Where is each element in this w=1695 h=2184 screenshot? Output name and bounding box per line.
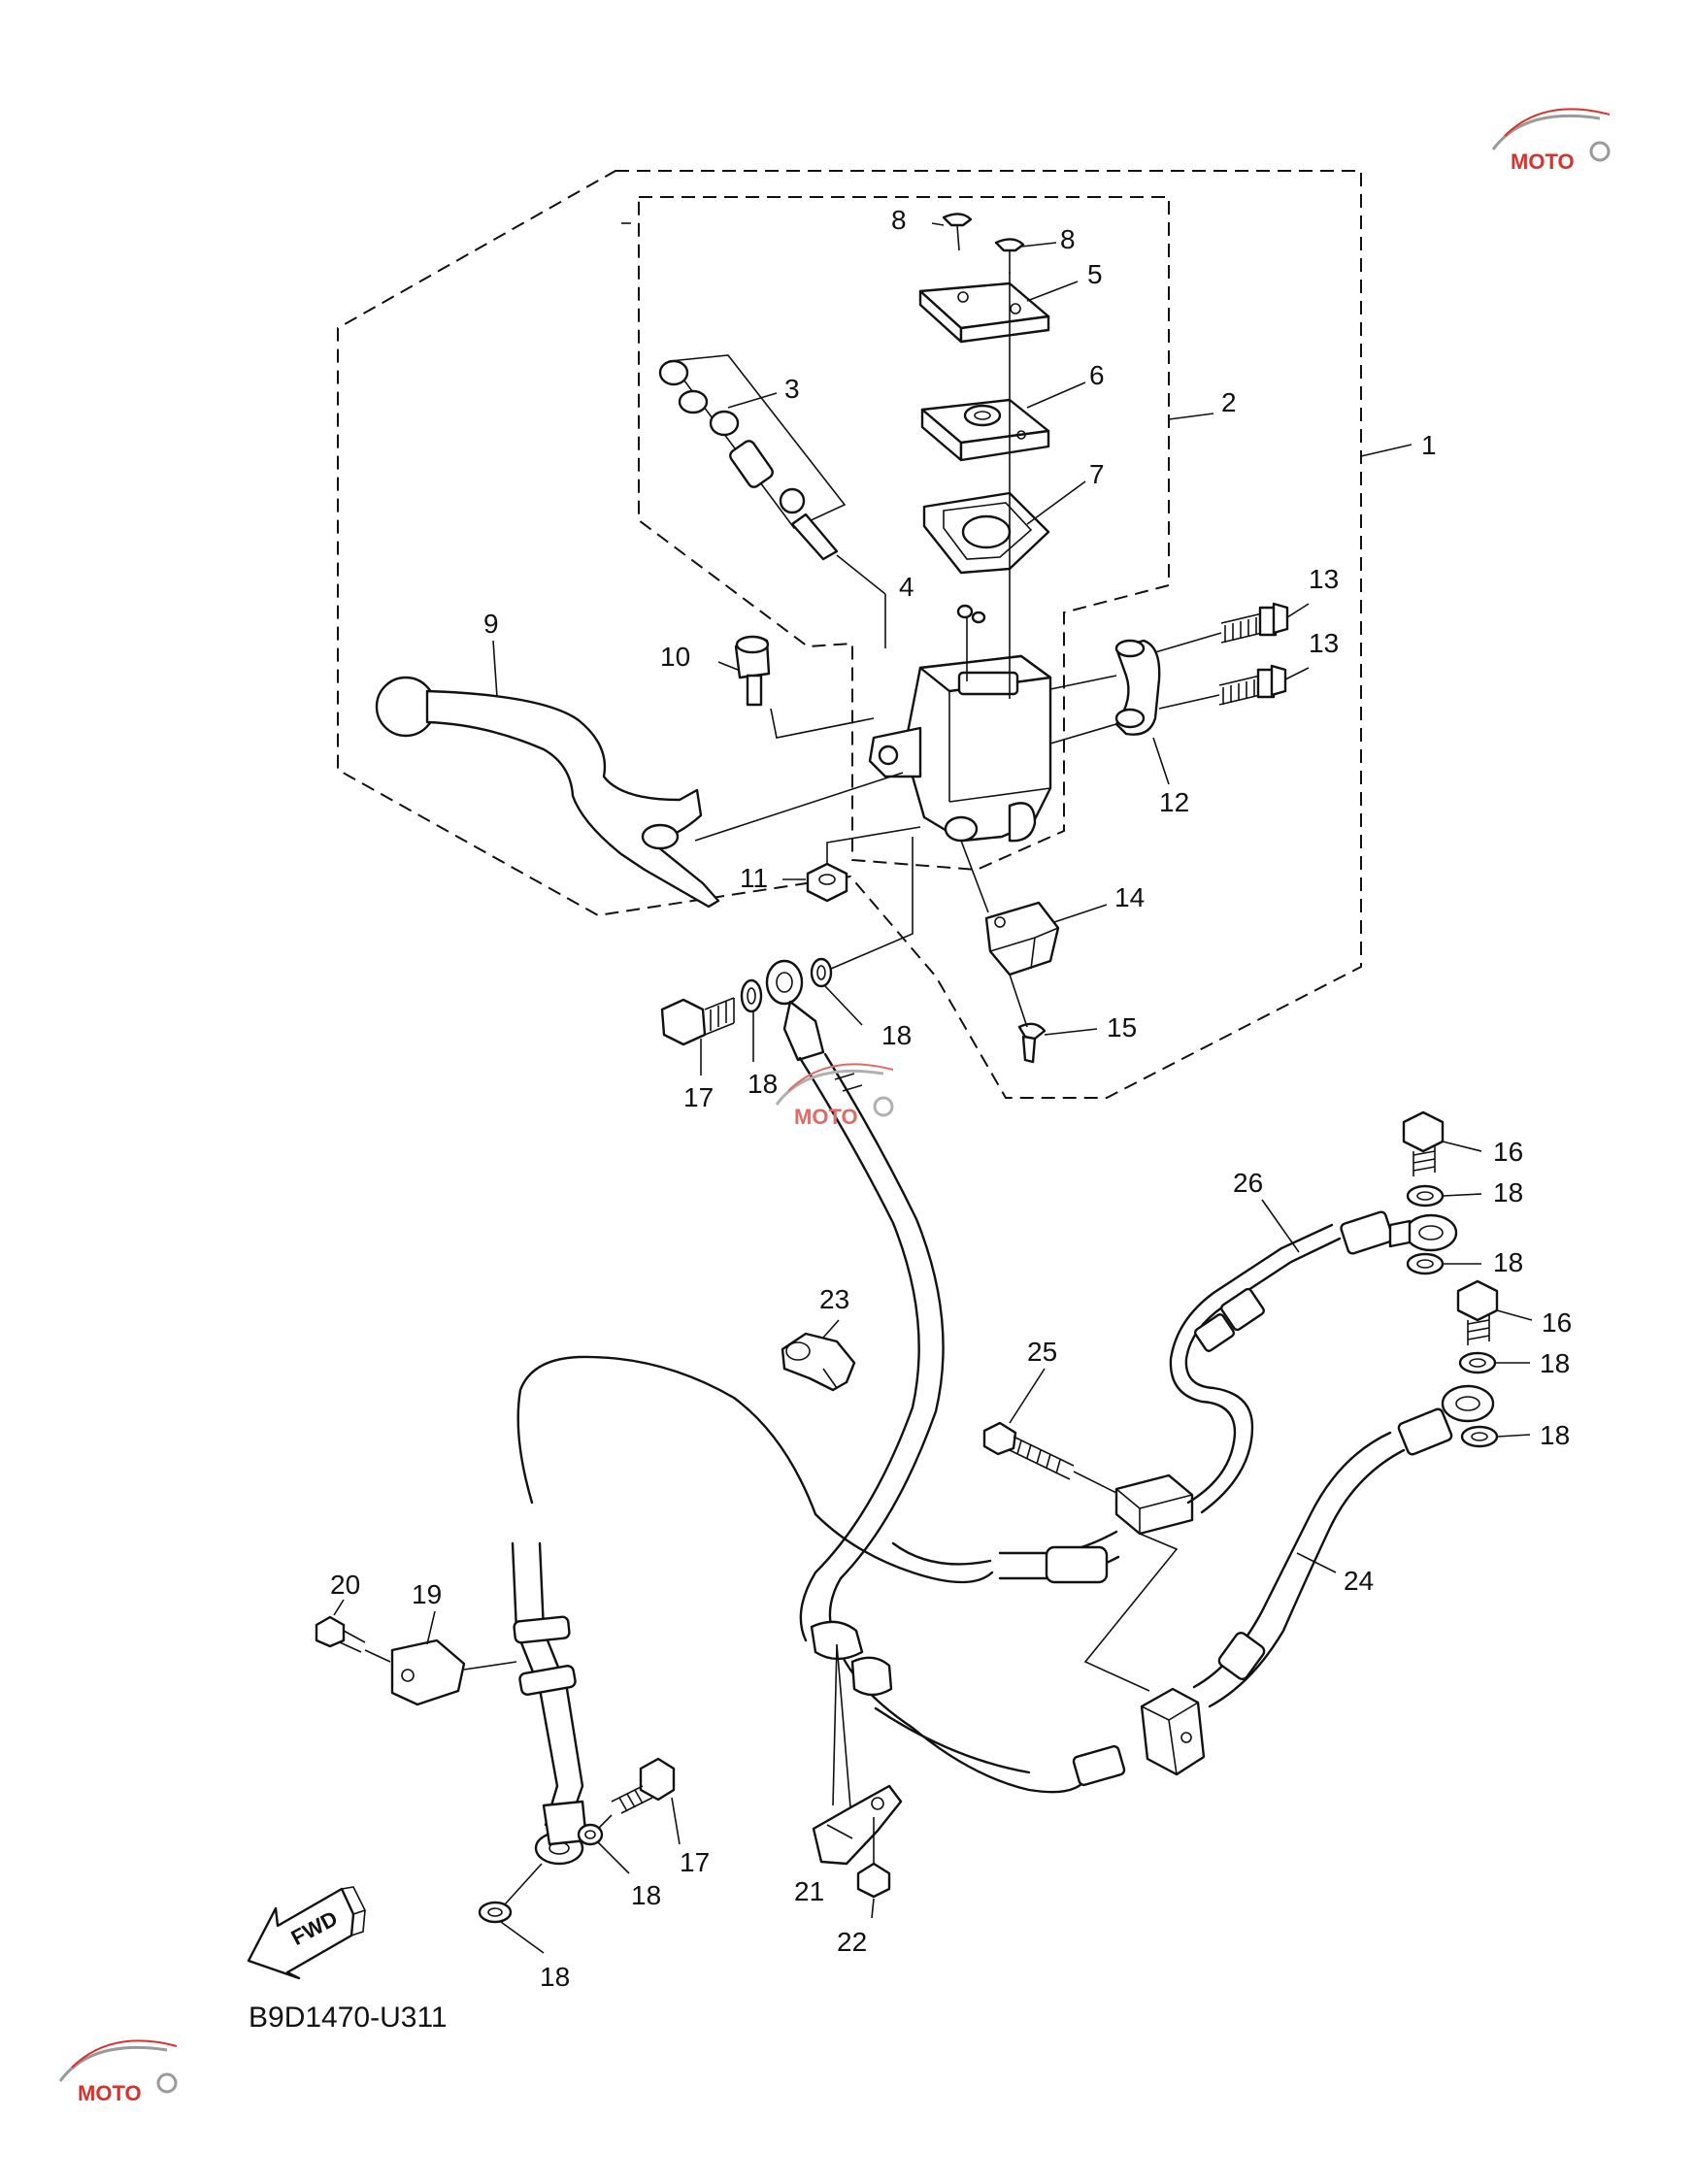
- banjo-24-end: [1441, 1384, 1495, 1423]
- clamp-bolt-lower: [1218, 664, 1287, 706]
- washer-lower-left-b: [478, 1901, 513, 1924]
- callout-17b: 17: [680, 1847, 710, 1877]
- watermark-text-bottom: MOTO: [78, 2081, 142, 2105]
- washer-16-upper-a: [1406, 1184, 1445, 1208]
- washer-16-lower-b: [1460, 1425, 1499, 1448]
- callout-19: 19: [412, 1579, 442, 1609]
- washer-upper-a: [740, 978, 763, 1013]
- fwd-arrow-icon: FWD: [247, 1886, 367, 1980]
- hose-joint-lower: [1140, 1687, 1206, 1776]
- moto-watermark-bottom: MOTO: [58, 2039, 178, 2105]
- pivot-nut: [806, 862, 848, 903]
- callout-18d: 18: [1493, 1247, 1523, 1277]
- moto-watermark-top: MOTO: [1491, 108, 1611, 174]
- banjo-bolt-lower: [611, 1757, 676, 1814]
- switch-screw: [1017, 1022, 1047, 1064]
- brake-switch: [984, 901, 1060, 976]
- callout-23: 23: [819, 1284, 849, 1314]
- callout-1: 1: [1421, 430, 1437, 460]
- callout-2: 2: [1221, 387, 1237, 417]
- master-cylinder-body: [868, 654, 1052, 843]
- callout-18a: 18: [748, 1069, 778, 1099]
- handlebar-clamp: [1114, 639, 1161, 736]
- watermark-text-top: MOTO: [1511, 149, 1575, 174]
- hose-grommet: [810, 1620, 893, 1697]
- callout-17a: 17: [683, 1082, 714, 1112]
- washer-16-lower-a: [1458, 1351, 1497, 1374]
- washer-16-upper-b: [1406, 1252, 1445, 1275]
- callout-18b: 18: [881, 1020, 912, 1050]
- callout-12: 12: [1159, 787, 1189, 817]
- callout-13a: 13: [1309, 564, 1339, 594]
- banjo-bolt-16-lower: [1456, 1279, 1499, 1345]
- callout-18f: 18: [1540, 1420, 1570, 1450]
- brake-lever: [375, 676, 720, 909]
- callout-16a: 16: [1493, 1137, 1523, 1167]
- callout-18g: 18: [631, 1880, 661, 1910]
- callout-22: 22: [837, 1927, 867, 1957]
- callout-6: 6: [1089, 360, 1105, 390]
- callout-leaders: [333, 222, 1533, 1954]
- callout-18h: 18: [540, 1962, 570, 1992]
- bolt-22: [856, 1817, 891, 1899]
- left-brake-hose: [511, 1355, 994, 1866]
- diaphragm-plate: [920, 398, 1050, 462]
- callout-4: 4: [899, 572, 914, 602]
- brake-hose-26: [998, 1210, 1394, 1584]
- moto-watermark-mid: MOTO: [775, 1063, 894, 1129]
- diagram-code: B9D1470-U311: [249, 2002, 448, 2034]
- callout-26: 26: [1233, 1168, 1263, 1198]
- pivot-bolt: [734, 635, 771, 707]
- callout-18c: 18: [1493, 1177, 1523, 1208]
- callout-3: 3: [784, 374, 800, 404]
- callout-10: 10: [660, 642, 690, 672]
- banjo-26-end: [1388, 1213, 1458, 1252]
- assembly-2-boundary: [638, 196, 1170, 872]
- diaphragm: [922, 491, 1050, 575]
- banjo-bolt-upper: [660, 997, 735, 1046]
- lever-leader: [694, 772, 904, 842]
- callout-5: 5: [1087, 259, 1103, 289]
- main-brake-hose: [798, 1052, 945, 1646]
- pivot-bolt-leader: [770, 708, 875, 739]
- callout-13b: 13: [1309, 628, 1339, 658]
- callout-15: 15: [1107, 1012, 1137, 1042]
- callout-14: 14: [1114, 882, 1145, 912]
- bolt-20: [315, 1615, 366, 1653]
- banjo-bolt-16-upper: [1402, 1110, 1445, 1176]
- washer-lower-left-a: [577, 1823, 604, 1846]
- callout-labels: 1 2 3 4 5 6 7 8 8 9 10 11 12 13 13 14 15…: [330, 205, 1572, 1992]
- hose-joint-upper: [1114, 1473, 1194, 1536]
- clamp-bolt-upper: [1220, 602, 1289, 644]
- callout-24: 24: [1344, 1566, 1374, 1596]
- joint-bolt-25: [982, 1421, 1075, 1480]
- reservoir-cap: [918, 281, 1050, 344]
- callout-20: 20: [330, 1570, 360, 1600]
- callout-8a: 8: [891, 205, 907, 235]
- callout-11: 11: [740, 863, 768, 893]
- ring-4: [956, 604, 986, 681]
- callout-18e: 18: [1540, 1348, 1570, 1378]
- callout-21: 21: [794, 1876, 824, 1906]
- hose-banjo-upper: [765, 959, 825, 1062]
- callout-8b: 8: [1060, 224, 1076, 254]
- hose-clamp-23: [781, 1332, 856, 1392]
- hose-guide-19: [390, 1638, 466, 1706]
- piston-kit: [658, 354, 847, 561]
- callout-9: 9: [483, 609, 499, 639]
- hose-guide-21: [812, 1784, 903, 1866]
- screws: [942, 213, 1025, 274]
- callout-16b: 16: [1542, 1307, 1572, 1338]
- callout-7: 7: [1089, 459, 1105, 489]
- piston-kit-leader: [836, 554, 886, 595]
- watermark-text-mid: MOTO: [794, 1105, 858, 1129]
- washer-upper-b: [810, 957, 833, 988]
- brake-hose-24: [835, 1407, 1453, 1794]
- callout-25: 25: [1027, 1337, 1057, 1367]
